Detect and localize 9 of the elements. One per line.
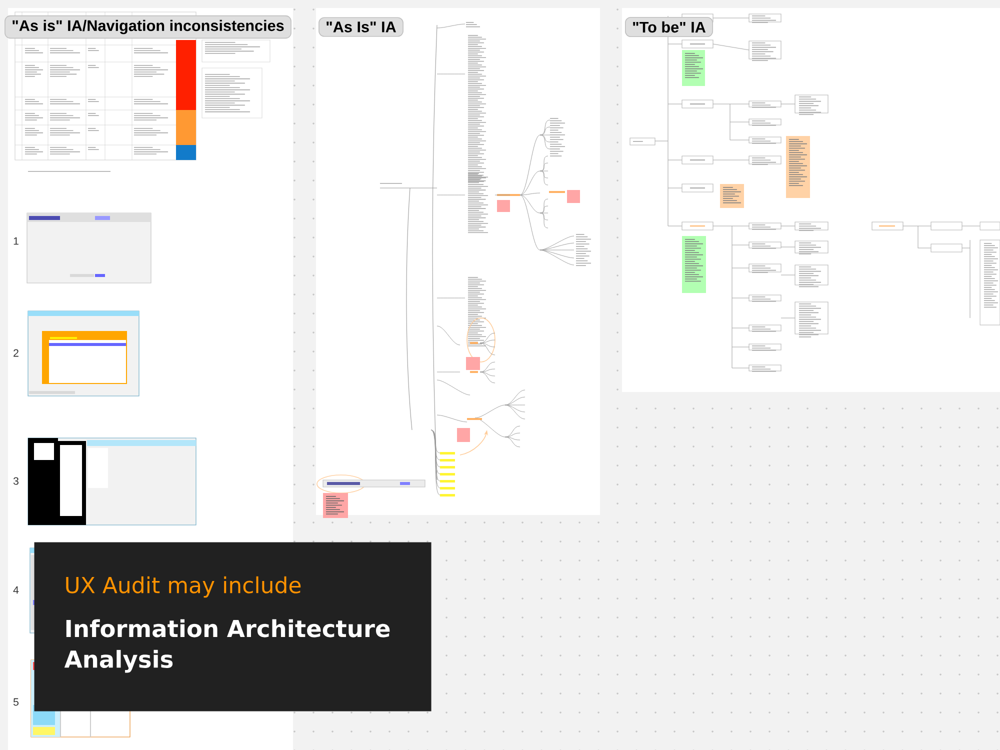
- screen-number: 4: [13, 586, 19, 594]
- title-badge: "To be" IA: [625, 16, 714, 38]
- screen-number: 5: [13, 698, 19, 706]
- title-badge: "As Is" IA: [318, 17, 404, 37]
- screen-number: 2: [14, 349, 18, 357]
- screen-number: 3: [13, 477, 18, 485]
- title-badge: "As is" IA/Navigation inconsistencies: [4, 15, 292, 39]
- screen-number: 1: [14, 237, 18, 245]
- callout-card: UX Audit may include Information Architecture Analysis: [34, 542, 432, 712]
